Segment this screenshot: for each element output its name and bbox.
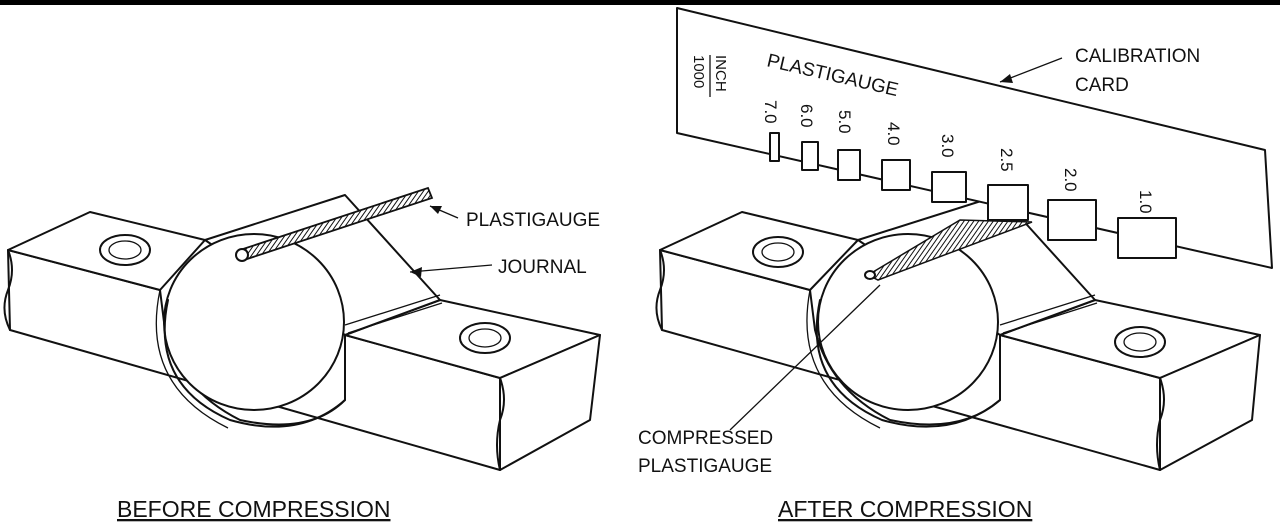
after-caption: AFTER COMPRESSION bbox=[778, 496, 1032, 522]
after-illustration bbox=[655, 194, 1261, 471]
calibration-card: INCH 1000 PLASTIGAUGE 7.0 6.0 5.0 4.0 3.… bbox=[676, 7, 1273, 269]
journal-end bbox=[163, 233, 345, 411]
journal-callout: JOURNAL bbox=[409, 257, 587, 278]
tick-label-4-0: 4.0 bbox=[884, 122, 903, 146]
tick-label-2-0: 2.0 bbox=[1061, 168, 1080, 192]
before-bolt-left bbox=[99, 234, 151, 266]
journal-label: JOURNAL bbox=[498, 257, 587, 278]
before-caption: BEFORE COMPRESSION bbox=[117, 496, 390, 522]
compressed-label-line1: COMPRESSED bbox=[638, 428, 773, 449]
before-illustration bbox=[3, 186, 601, 471]
top-border bbox=[0, 0, 1280, 5]
calibration-label-line1: CALIBRATION bbox=[1075, 46, 1200, 67]
scale-ticks: 7.0 6.0 5.0 4.0 3.0 2.5 2.0 1.0 bbox=[761, 100, 1177, 259]
unit-bottom: 1000 bbox=[690, 55, 707, 88]
before-block-side bbox=[499, 334, 601, 471]
tick-label-1-0: 1.0 bbox=[1136, 190, 1155, 214]
tick-label-3-0: 3.0 bbox=[938, 134, 957, 158]
compressed-label-line2: PLASTIGAUGE bbox=[638, 456, 772, 477]
unit-top: INCH bbox=[712, 55, 729, 92]
tick-label-7-0: 7.0 bbox=[761, 100, 780, 124]
tick-label-6-0: 6.0 bbox=[797, 104, 816, 128]
before-bolt-right bbox=[459, 322, 511, 354]
calibration-label-line2: CARD bbox=[1075, 75, 1129, 96]
plastigauge-label: PLASTIGAUGE bbox=[466, 210, 600, 231]
tick-label-2-5: 2.5 bbox=[997, 148, 1016, 172]
tick-label-5-0: 5.0 bbox=[835, 110, 854, 134]
calibration-callout: CALIBRATION CARD bbox=[999, 46, 1200, 96]
compressed-plastigauge bbox=[866, 219, 1033, 281]
after-block-side bbox=[1159, 334, 1261, 471]
compressed-callout: COMPRESSED PLASTIGAUGE bbox=[638, 284, 881, 477]
calibration-card-outline bbox=[676, 7, 1273, 269]
plastigauge-callout: PLASTIGAUGE bbox=[429, 205, 600, 231]
